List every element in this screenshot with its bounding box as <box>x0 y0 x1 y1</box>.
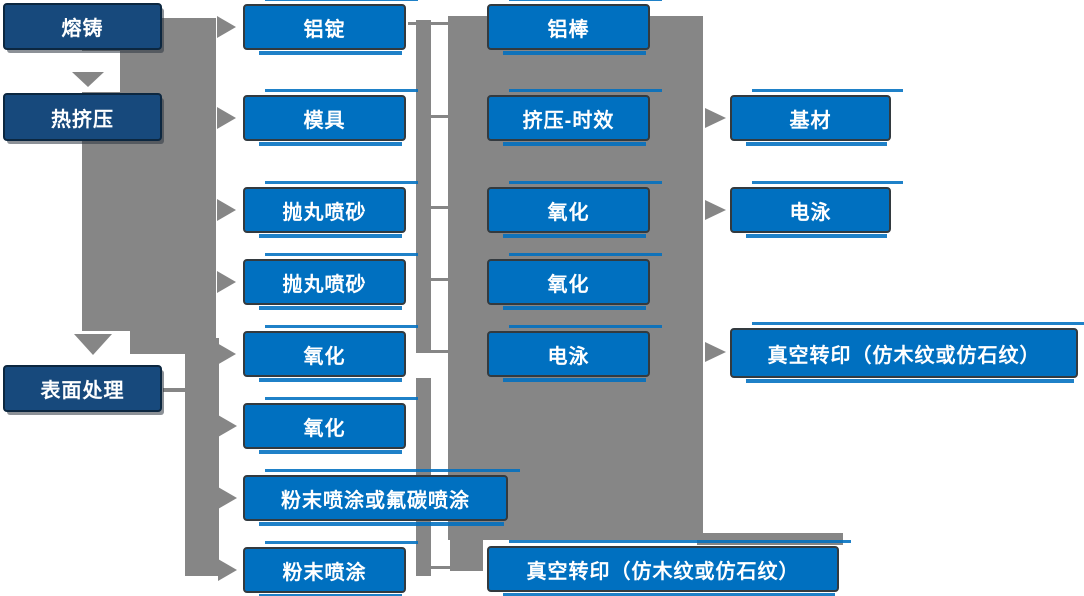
node-base-material: 基材 <box>730 89 903 146</box>
arrow-right-icon <box>217 107 236 129</box>
node-oxidation-4: 氧化 <box>487 253 662 310</box>
surface-treatment-link <box>163 388 187 392</box>
node-aluminum-rod: 铝棒 <box>487 0 662 55</box>
bottom-connector-stub <box>450 540 483 571</box>
arrow-down-to-surface-treatment-icon <box>74 334 112 355</box>
node-hot-extrusion: 热挤压 <box>3 93 162 141</box>
bracket-tick <box>431 350 448 353</box>
arrow-right-icon <box>218 559 237 581</box>
node-surface-treatment: 表面处理 <box>3 365 162 412</box>
node-vacuum-transfer-print-2: 真空转印（仿木纹或仿石纹） <box>730 322 1084 383</box>
bracket-tick <box>431 115 448 118</box>
arrow-right-icon <box>705 108 726 128</box>
arrow-right-icon <box>218 415 237 437</box>
node-extrusion-aging: 挤压-时效 <box>487 89 662 146</box>
arrow-right-icon <box>217 16 236 38</box>
arrow-right-icon <box>218 487 237 509</box>
node-oxidation-3: 氧化 <box>487 181 662 238</box>
node-shot-blasting-2: 抛丸喷砂 <box>243 253 418 310</box>
arrow-right-icon <box>217 271 236 293</box>
node-oxidation-2: 氧化 <box>243 397 418 454</box>
node-shot-blasting-1: 抛丸喷砂 <box>243 181 418 238</box>
node-mold: 模具 <box>243 89 418 146</box>
node-electrophoresis-1: 电泳 <box>487 325 662 382</box>
bracket-tick <box>408 22 448 25</box>
arrow-right-icon <box>705 200 726 220</box>
node-aluminum-ingot: 铝锭 <box>243 0 418 55</box>
bracket-tick <box>431 566 450 569</box>
arrow-right-icon <box>217 343 236 365</box>
bottom-right-connector <box>697 533 843 545</box>
arrow-down-to-hot-extrusion-icon <box>72 72 104 87</box>
bracket-bar-upper <box>416 20 431 353</box>
node-electrophoresis-2: 电泳 <box>730 181 903 238</box>
bracket-tick <box>431 278 448 281</box>
node-melt-casting: 熔铸 <box>3 3 162 50</box>
arrow-right-icon <box>217 199 236 221</box>
node-vacuum-transfer-print-1: 真空转印（仿木纹或仿石纹） <box>487 540 851 596</box>
arrow-right-icon <box>705 342 726 362</box>
node-powder-or-fluorocarbon-coating: 粉末喷涂或氟碳喷涂 <box>243 469 520 526</box>
surface-branch-band <box>185 338 219 576</box>
node-powder-coating: 粉末喷涂 <box>243 541 418 596</box>
bracket-tick <box>431 206 448 209</box>
node-oxidation-1: 氧化 <box>243 325 418 382</box>
